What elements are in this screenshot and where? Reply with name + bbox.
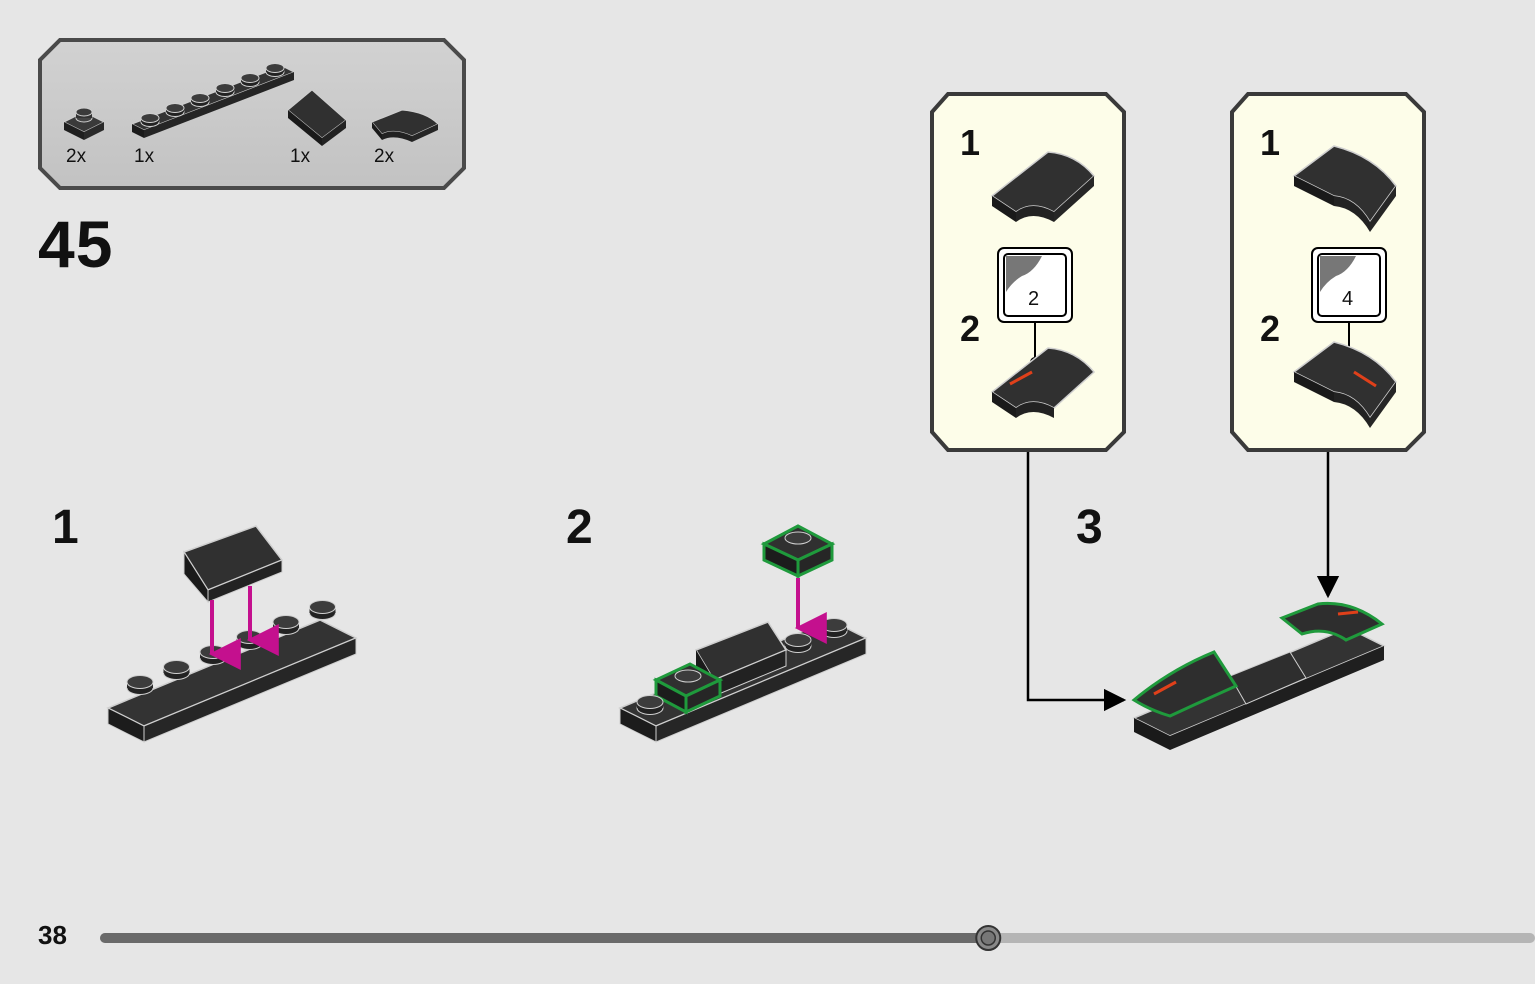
- substep-label-1: 1: [52, 501, 79, 554]
- stud: [163, 660, 190, 674]
- step2-plate-1x1-placed: [652, 662, 724, 715]
- parts-panel-frame: [38, 38, 466, 190]
- plate-1x1-icon: [62, 107, 106, 140]
- callout-frame: [930, 92, 1126, 452]
- slope-1x2-icon: [287, 89, 347, 146]
- callout-step-1: 1: [960, 122, 981, 163]
- stud: [165, 103, 185, 113]
- part-qty: 2x: [374, 146, 395, 167]
- sticker-number: 4: [1342, 288, 1354, 310]
- callout-step-2: 2: [960, 308, 981, 349]
- parts-list-panel: 2x 1x 1x 2x: [38, 38, 466, 190]
- step2-plate-1x1-floating: [760, 524, 836, 579]
- step3-assembly: [1131, 601, 1386, 750]
- substep-label-3: 3: [1076, 501, 1103, 554]
- plate-1x6-studs: [140, 63, 285, 127]
- progress-fill: [100, 933, 989, 943]
- step-number: 45: [38, 207, 114, 281]
- stud: [309, 600, 336, 614]
- stud: [126, 675, 154, 689]
- substep-label-2: 2: [566, 501, 593, 554]
- stud: [265, 63, 285, 73]
- part-qty: 2x: [66, 146, 87, 167]
- callout-frame: [1230, 92, 1426, 452]
- callout-step-2: 2: [1260, 308, 1281, 349]
- stud: [636, 695, 664, 709]
- part-qty: 1x: [134, 146, 155, 167]
- step1-plate: [106, 619, 358, 743]
- sub-assembly-callout-2: 1 2 4: [1230, 92, 1426, 454]
- sub-assembly-callout-1: 1 2 2: [930, 92, 1126, 454]
- sticker-icon: [1311, 247, 1387, 323]
- stud: [215, 83, 235, 93]
- stud: [272, 615, 300, 629]
- sticker-number: 2: [1028, 288, 1040, 310]
- callout-arrow: [1026, 450, 1127, 712]
- curved-slope-with-sticker-icon: [1292, 341, 1397, 428]
- sticker-icon: [997, 247, 1073, 323]
- stud: [240, 73, 260, 83]
- stud: [140, 113, 160, 123]
- stud: [190, 93, 210, 103]
- curved-slope-with-sticker-icon: [990, 347, 1096, 418]
- page-number: 38: [38, 920, 67, 950]
- step1-slope-brick: [182, 525, 284, 604]
- callout-step-1: 1: [1260, 122, 1281, 163]
- curved-slope-icon: [371, 109, 439, 142]
- part-qty: 1x: [290, 146, 311, 167]
- curved-slope-icon: [990, 151, 1096, 222]
- curved-slope-icon: [1292, 145, 1397, 232]
- progress-marker: [975, 925, 1002, 951]
